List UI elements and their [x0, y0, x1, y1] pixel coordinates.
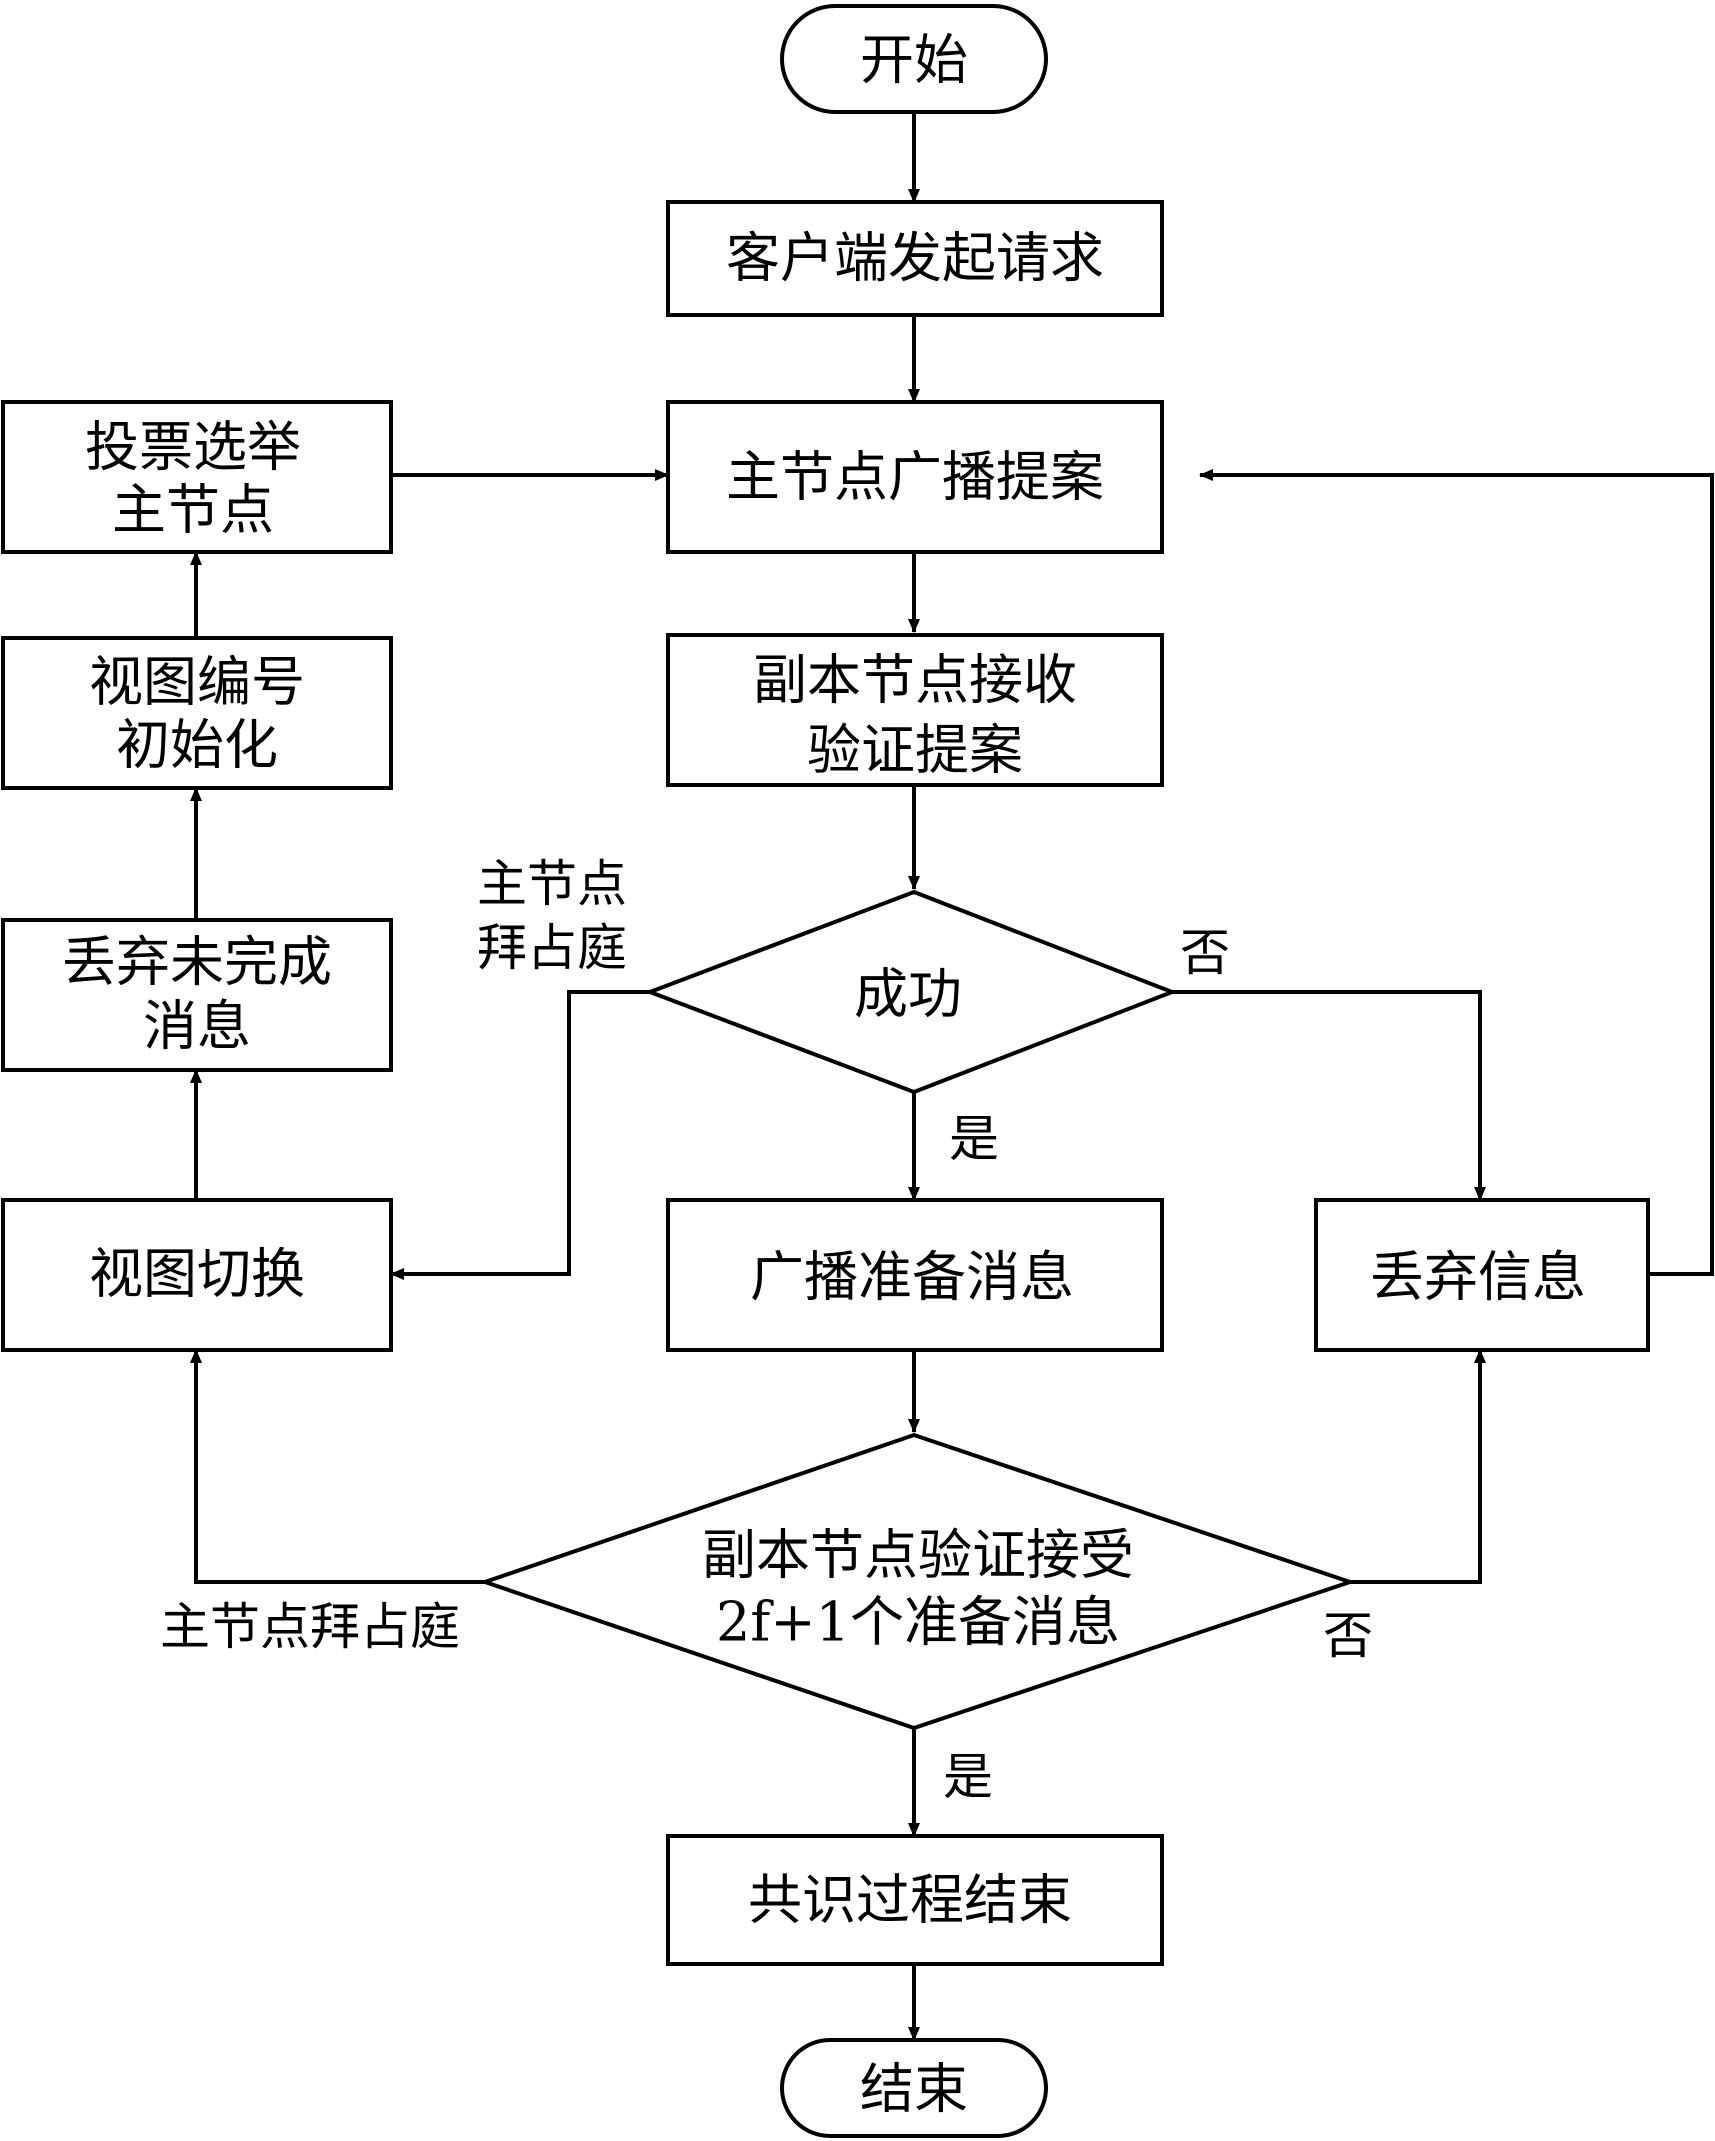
node-success-decision: 成功: [644, 889, 1178, 1095]
view-init-label-line2: 初始化: [116, 714, 278, 777]
view-change-box: [1, 1198, 393, 1352]
replica-accept-diamond: [478, 1432, 1357, 1731]
client-request-label: 客户端发起请求: [726, 227, 1104, 290]
vote-primary-box: [1, 400, 393, 554]
connectors: [190, 112, 1714, 2041]
vote-primary-label-line1: 投票选举: [85, 416, 301, 479]
edge-label-no-1: 否: [1180, 924, 1230, 982]
node-end: 结束: [780, 2038, 1048, 2138]
node-vote-primary: 投票选举 主节点: [1, 400, 393, 554]
view-change-label: 视图切换: [89, 1243, 305, 1306]
end-terminal: [780, 2038, 1048, 2138]
replica-verify-label-line1: 副本节点接收: [753, 649, 1077, 712]
replica-verify-label-line2: 验证提案: [807, 719, 1023, 782]
primary-broadcast-box: [666, 400, 1164, 554]
node-consensus-end: 共识过程结束: [666, 1834, 1164, 1966]
primary-broadcast-label: 主节点广播提案: [726, 446, 1104, 509]
edge-label-yes-1: 是: [949, 1110, 999, 1168]
edge-label-primary-byzantine-1-line2: 拜占庭: [477, 919, 627, 977]
view-init-label-line1: 视图编号: [89, 651, 305, 714]
node-replica-verify: 副本节点接收 验证提案: [666, 633, 1164, 787]
edge-label-primary-byzantine-2: 主节点拜占庭: [160, 1598, 460, 1656]
arrow-accept-byzantine-to-viewchange: [190, 1349, 485, 1584]
edge-label-yes-2: 是: [943, 1748, 993, 1806]
client-request-box: [666, 200, 1164, 317]
node-broadcast-prepare: 广播准备消息: [666, 1198, 1164, 1352]
success-diamond: [644, 889, 1178, 1095]
broadcast-prepare-box: [666, 1198, 1164, 1352]
broadcast-prepare-label: 广播准备消息: [750, 1246, 1074, 1309]
start-terminal: [780, 4, 1048, 114]
arrow-accept-no-to-discard: [1350, 1349, 1486, 1584]
success-label: 成功: [854, 963, 962, 1026]
edge-label-primary-byzantine-1-line1: 主节点: [477, 855, 627, 913]
discard-incomplete-box: [1, 918, 393, 1072]
node-discard-incomplete: 丢弃未完成 消息: [1, 918, 393, 1072]
edge-labels: 主节点 拜占庭 否 是 主节点拜占庭 否 是: [160, 855, 1373, 1806]
node-view-change: 视图切换: [1, 1198, 393, 1352]
consensus-end-label: 共识过程结束: [748, 1869, 1072, 1932]
discard-incomplete-label-line2: 消息: [143, 995, 251, 1058]
arrow-success-no-to-discard: [1172, 990, 1486, 1201]
start-label: 开始: [860, 29, 968, 92]
node-replica-accept: 副本节点验证接受 2f+1个准备消息: [478, 1432, 1357, 1731]
consensus-end-box: [666, 1834, 1164, 1966]
view-init-box: [1, 636, 393, 790]
node-client-request: 客户端发起请求: [666, 200, 1164, 317]
node-primary-broadcast: 主节点广播提案: [666, 400, 1164, 554]
replica-accept-label-line1: 副本节点验证接受: [702, 1524, 1134, 1587]
discard-incomplete-label-line1: 丢弃未完成: [62, 931, 332, 994]
end-label: 结束: [860, 2058, 968, 2121]
vote-primary-label-line2: 主节点: [112, 479, 274, 542]
node-start: 开始: [780, 4, 1048, 114]
node-view-init: 视图编号 初始化: [1, 636, 393, 790]
discard-info-label: 丢弃信息: [1370, 1246, 1586, 1309]
replica-verify-box: [666, 633, 1164, 787]
arrow-success-byzantine-to-viewchange: [390, 990, 650, 1280]
edge-label-no-2: 否: [1323, 1607, 1373, 1665]
arrow-discard-back-to-broadcast: [1199, 469, 1714, 1276]
replica-accept-label-line2: 2f+1个准备消息: [716, 1591, 1120, 1654]
node-discard-info: 丢弃信息: [1314, 1198, 1650, 1352]
discard-info-box: [1314, 1198, 1650, 1352]
